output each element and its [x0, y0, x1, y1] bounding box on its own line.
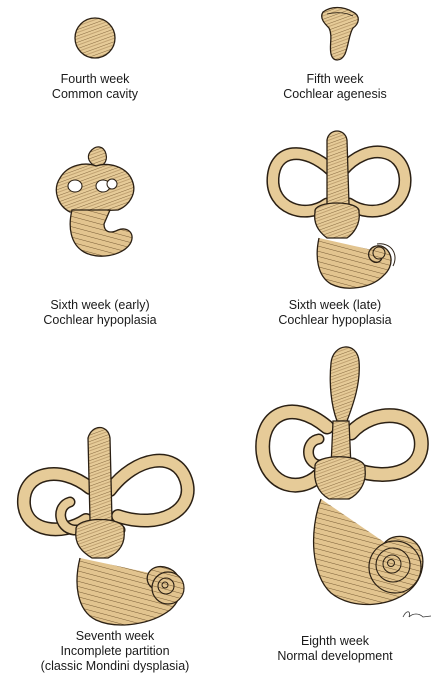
caption-line-1: Sixth week (late) [235, 298, 435, 313]
panel-sixth-week-early: Sixth week (early) Cochlear hypoplasia [0, 140, 210, 340]
caption-seventh-week: Seventh week Incomplete partition (class… [0, 629, 230, 674]
caption-fourth-week: Fourth week Common cavity [0, 72, 190, 102]
caption-sixth-week-late: Sixth week (late) Cochlear hypoplasia [235, 298, 435, 328]
caption-sixth-week-early: Sixth week (early) Cochlear hypoplasia [0, 298, 200, 328]
caption-line-2: Cochlear hypoplasia [235, 313, 435, 328]
panel-fourth-week: Fourth week Common cavity [0, 0, 200, 110]
caption-line-1: Sixth week (early) [0, 298, 200, 313]
caption-eighth-week: Eighth week Normal development [235, 634, 435, 664]
panel-seventh-week: Seventh week Incomplete partition (class… [0, 410, 230, 681]
panel-sixth-week-late: Sixth week (late) Cochlear hypoplasia [235, 120, 435, 340]
panel-fifth-week: Fifth week Cochlear agenesis [235, 0, 435, 110]
caption-line-2: Common cavity [0, 87, 190, 102]
caption-line-2: Normal development [235, 649, 435, 664]
caption-line-1: Fourth week [0, 72, 190, 87]
artist-signature-mark [403, 612, 431, 617]
panel-eighth-week: Eighth week Normal development [235, 335, 435, 681]
caption-line-2: Cochlear hypoplasia [0, 313, 200, 328]
caption-line-1: Seventh week [0, 629, 230, 644]
caption-fifth-week: Fifth week Cochlear agenesis [235, 72, 435, 102]
eighth-week-illustration [235, 335, 435, 681]
caption-line-3: (classic Mondini dysplasia) [0, 659, 230, 674]
caption-line-2: Cochlear agenesis [235, 87, 435, 102]
caption-line-1: Eighth week [235, 634, 435, 649]
caption-line-2: Incomplete partition [0, 644, 230, 659]
caption-line-1: Fifth week [235, 72, 435, 87]
